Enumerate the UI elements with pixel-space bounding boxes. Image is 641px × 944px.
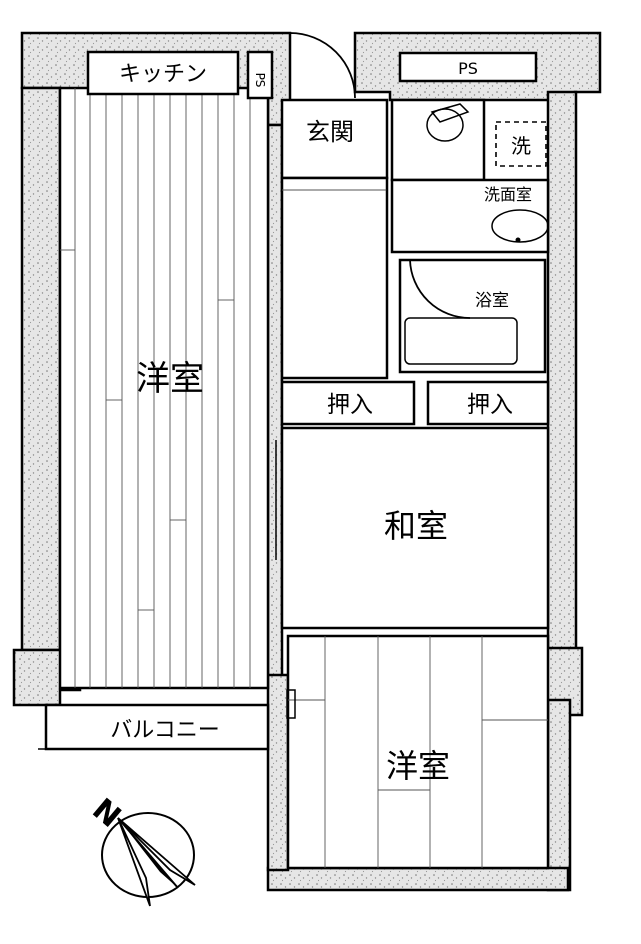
ps-left [246,50,274,100]
balcony-label: バルコニー [110,718,220,743]
washroom [390,178,550,254]
kitchen-counter [86,50,240,96]
storage-right [426,380,550,426]
kitchen-label: キッチン [119,62,207,87]
storage-left-label: 押入 [327,392,373,418]
western-room-left [58,86,270,690]
western-room-bottom [286,634,550,870]
western-room-left-label: 洋室 [136,359,204,399]
storage-left [280,380,416,426]
japanese-room-label: 和室 [384,507,448,545]
bath-label: 浴室 [475,291,509,311]
bath-door [409,259,471,319]
western-room-bottom-label: 洋室 [386,747,450,785]
washroom-label: 洗面室 [484,185,532,204]
entrance-door [289,32,356,100]
wash-basin [491,209,549,243]
balcony [44,703,270,751]
ps-left-label: PS [253,73,267,88]
compass-icon [101,812,196,907]
entrance-area [280,98,389,180]
laundry-box [495,121,547,167]
laundry-label: 洗 [511,134,531,158]
entrance-label: 玄関 [306,118,354,146]
ps-right [398,51,538,83]
ps-right-label: PS [458,59,478,78]
bathroom [398,258,547,374]
hallway [280,176,389,380]
storage-right-label: 押入 [467,392,513,418]
exterior-walls [12,31,602,892]
japanese-room [280,426,550,630]
